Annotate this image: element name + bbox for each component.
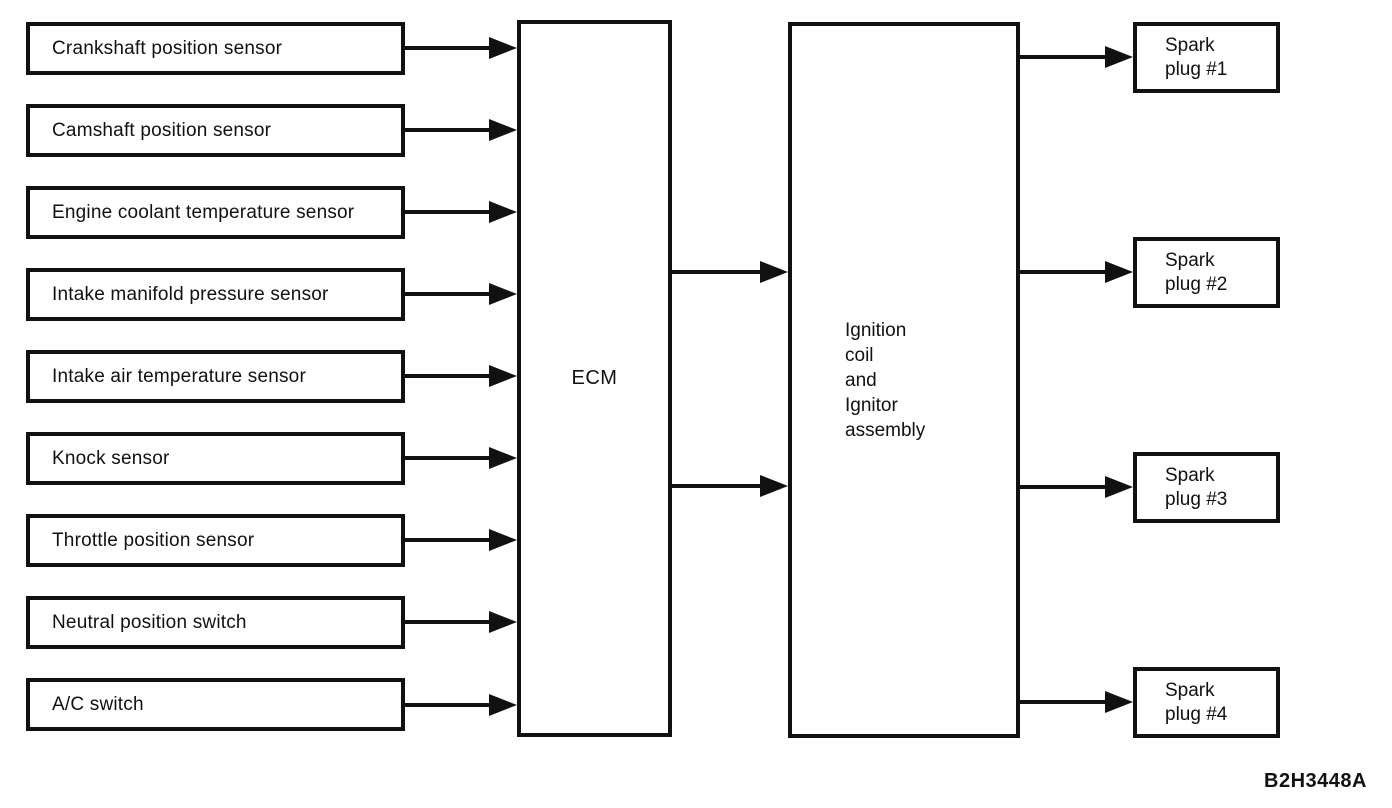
arrowhead-icon [489,611,517,633]
arrowhead-icon [1105,691,1133,713]
ecm-box: ECM [517,20,672,737]
spark-plug-4-box: Spark plug #4 [1133,667,1280,738]
sensor-label: Engine coolant temperature sensor [52,201,355,223]
sensor-box-camshaft-position: Camshaft position sensor [26,104,405,157]
arrowhead-icon [489,365,517,387]
ecm-label: ECM [571,367,618,389]
sensor-label: Throttle position sensor [52,529,255,551]
sensor-box-knock: Knock sensor [26,432,405,485]
spark-plug-label: Spark plug #2 [1165,249,1228,295]
arrowhead-icon [1105,476,1133,498]
sensor-label: Neutral position switch [52,611,247,633]
spark-plug-1-box: Spark plug #1 [1133,22,1280,93]
arrowhead-icon [760,475,788,497]
arrowhead-icon [489,37,517,59]
arrowhead-icon [489,201,517,223]
arrowhead-icon [1105,261,1133,283]
spark-plug-label: Spark plug #3 [1165,464,1228,510]
sensor-box-crankshaft-position: Crankshaft position sensor [26,22,405,75]
sensor-box-throttle-position: Throttle position sensor [26,514,405,567]
arrowhead-icon [760,261,788,283]
ignition-assembly-box: Ignition coil and Ignitor assembly [788,22,1020,738]
sensor-label: Camshaft position sensor [52,119,272,141]
sensor-label: Crankshaft position sensor [52,37,283,59]
sensor-label: A/C switch [52,693,144,715]
spark-plug-3-box: Spark plug #3 [1133,452,1280,523]
ignition-assembly-label: Ignition coil and Ignitor assembly [845,319,926,441]
spark-plug-label: Spark plug #1 [1165,34,1228,80]
arrowhead-icon [489,283,517,305]
sensor-box-engine-coolant-temperature: Engine coolant temperature sensor [26,186,405,239]
figure-code: B2H3448A [1264,770,1367,792]
spark-plug-label: Spark plug #4 [1165,679,1228,725]
sensor-box-intake-air-temperature: Intake air temperature sensor [26,350,405,403]
arrowhead-icon [489,447,517,469]
arrowhead-icon [489,694,517,716]
arrowhead-icon [1105,46,1133,68]
sensor-label: Knock sensor [52,447,170,469]
sensor-box-ac-switch: A/C switch [26,678,405,731]
arrowhead-icon [489,119,517,141]
arrowhead-icon [489,529,517,551]
spark-plug-2-box: Spark plug #2 [1133,237,1280,308]
sensor-label: Intake air temperature sensor [52,365,306,387]
sensor-box-neutral-position-switch: Neutral position switch [26,596,405,649]
sensor-box-intake-manifold-pressure: Intake manifold pressure sensor [26,268,405,321]
sensor-label: Intake manifold pressure sensor [52,283,329,305]
